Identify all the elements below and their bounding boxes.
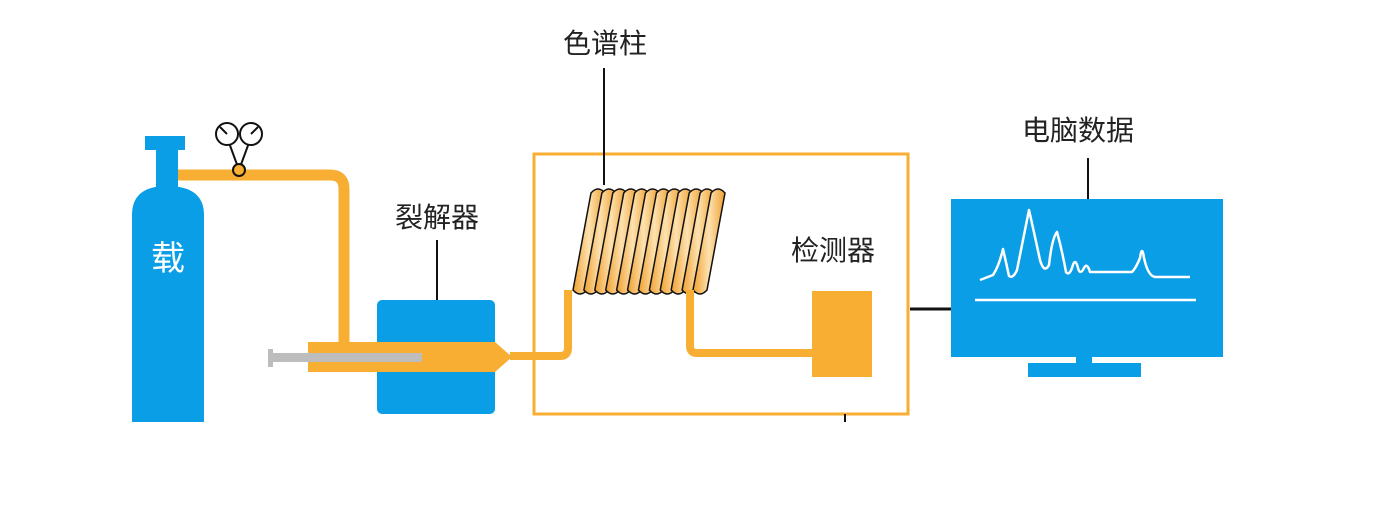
carrier-gas-cylinder: 载 <box>132 136 204 422</box>
detector-label: 检测器 <box>791 234 875 267</box>
cylinder-body <box>132 186 204 422</box>
monitor-neck <box>1076 357 1092 363</box>
monitor-stand <box>1028 363 1141 377</box>
cylinder-valve-cap <box>145 136 185 150</box>
detector: 检测器 <box>791 234 875 377</box>
column-oven <box>532 152 910 416</box>
computer-label: 电脑数据 <box>1022 114 1134 147</box>
detector-box <box>812 291 872 377</box>
pressure-gauge-icon <box>215 122 263 177</box>
needle-plunger <box>268 349 273 367</box>
pyrolyzer: 裂解器 <box>268 201 512 414</box>
computer: 电脑数据 <box>951 114 1223 377</box>
column-label: 色谱柱 <box>563 27 647 60</box>
column-coil-loop <box>692 188 726 295</box>
chromatogram-trace <box>979 208 1190 282</box>
injection-needle-icon <box>272 353 422 362</box>
carrier-label: 载 <box>151 239 185 279</box>
transfer-line-in <box>510 290 572 360</box>
gas-supply-line <box>178 169 350 346</box>
chromatography-column <box>572 188 726 295</box>
transfer-line-out <box>686 290 815 357</box>
pyrolyzer-label: 裂解器 <box>395 201 479 234</box>
cylinder-neck <box>156 148 178 190</box>
